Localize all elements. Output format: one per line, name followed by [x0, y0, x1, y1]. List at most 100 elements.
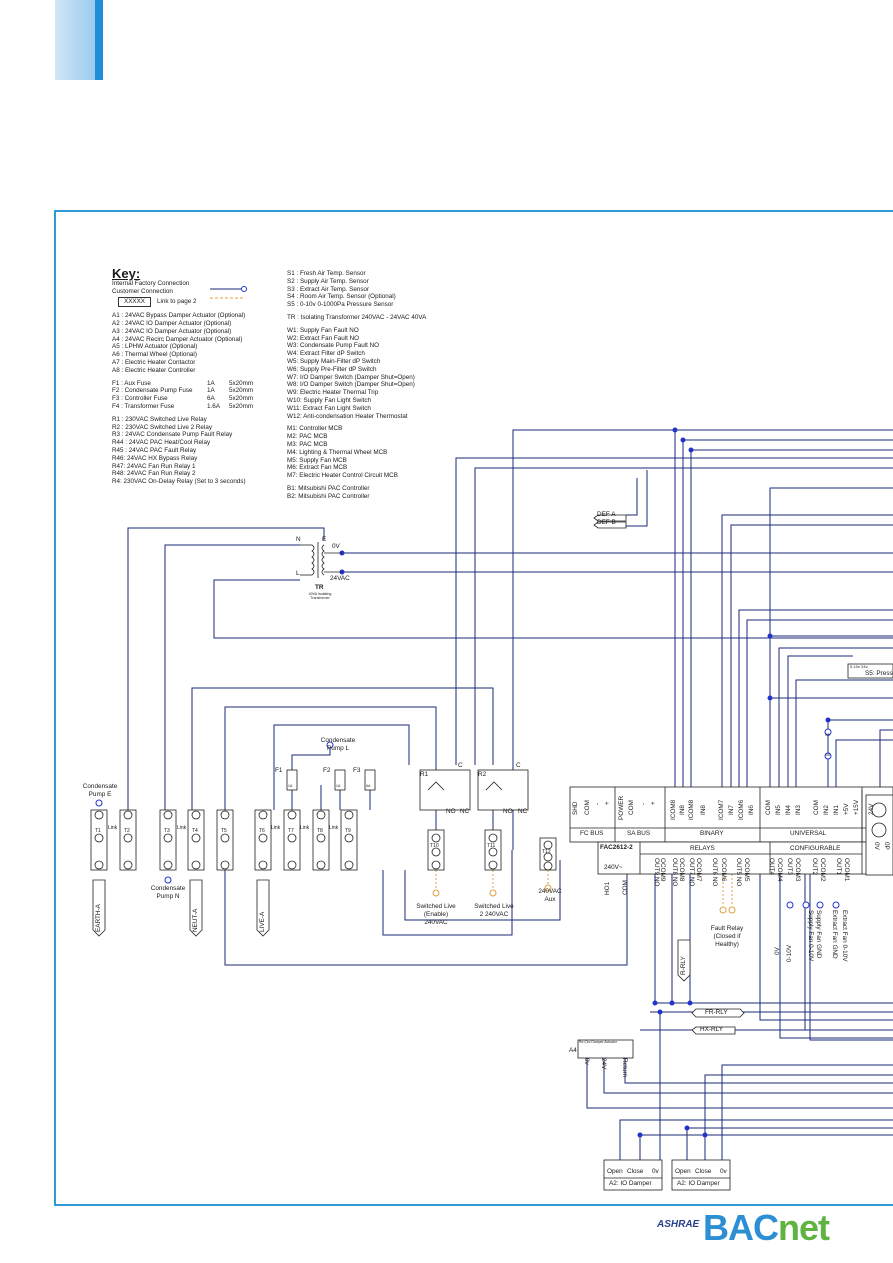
tr-l-label: L [296, 570, 300, 577]
fault-relay-label: Fault Relay (Closed if Healthy) [710, 925, 744, 948]
t2-label: T2 [124, 828, 130, 834]
mcb-m6: M6: Extract Fan MCB [287, 464, 348, 472]
t5-label: T5 [221, 828, 227, 834]
damper-pin-0v: 0v [720, 1168, 727, 1175]
conf-pin: OUT4 [768, 858, 775, 876]
ashrae-logo-text: ASHRAE [657, 1219, 700, 1230]
condensate-pump-e: Condensate Pump E [82, 783, 118, 798]
bi-pin: IN6 [748, 805, 755, 815]
t9-label: T9 [345, 828, 351, 834]
fuse-size: 5x20mm [229, 402, 254, 410]
switch-w8: W8: I/O Damper Switch (Damper Shut=Open) [287, 381, 415, 389]
customer-wires [435, 870, 733, 905]
live-tag: LIVE-A [259, 911, 266, 932]
terminal-t10 [427, 829, 445, 871]
terminal-t6 [254, 809, 272, 871]
sensor-s5: S5 : 0-10v 0-1000Pa Pressure Sensor [287, 301, 394, 309]
controller-model: FAC2612-2 [600, 844, 633, 851]
t8-label: T8 [317, 828, 323, 834]
link-label: Link [177, 825, 187, 831]
relay-r45: R45 : 24VAC PAC Fault Relay [112, 446, 197, 454]
mcb-m1: M1: Controller MCB [287, 425, 343, 433]
fuse-size: 5x20mm [229, 379, 254, 387]
relay-pin: OUT9 NO [653, 858, 660, 887]
key-internal-label: Internal Factory Connection [112, 279, 190, 287]
bi-pin: IN8 [700, 805, 707, 815]
bacnet-logo-bac: BAC [703, 1207, 779, 1248]
switch-w11: W11: Extract Fan Light Switch [287, 404, 371, 412]
corner-tab-light [55, 0, 95, 80]
bacnet-logo-net: net [778, 1207, 830, 1248]
conf-pin: OUT3 [786, 858, 793, 876]
terminal-t3 [159, 809, 177, 871]
fuse-name: F1 : Aux Fuse [112, 379, 151, 387]
actuator-a3: A3 : 24VAC IO Damper Actuator (Optional) [112, 327, 232, 335]
fc-pin-shd: SHD [572, 801, 579, 816]
bi-pin: ICOM7 [718, 799, 725, 820]
t4-label: T4 [192, 828, 198, 834]
link-label: Link [329, 825, 339, 831]
sa-pin-com: COM [628, 800, 635, 815]
s5-pins: 0-10v 24v [850, 664, 868, 669]
fuse-name: F2 : Condensate Pump Fuse [112, 387, 193, 395]
link-tags [92, 514, 745, 1035]
right-pin: 24V [868, 803, 875, 815]
relay-pin: OUT8 NO [671, 858, 678, 887]
relay-r44: R44 : 24VAC PAC Heat/Cool Relay [112, 439, 211, 447]
r2-no-label: NO [503, 808, 513, 815]
junction-dots [339, 427, 883, 1138]
damper-label: A2: IO Damper [609, 1180, 652, 1187]
link-label: Link [300, 825, 310, 831]
tr-e-label: E [322, 536, 327, 543]
fuse-rating: 6A [207, 395, 215, 403]
ui-pin: IN4 [785, 805, 792, 815]
link-label: Link [271, 825, 281, 831]
controller-b1: B1: Mitsubishi PAC Controller [287, 484, 370, 492]
relay-pin: OCOM6 [720, 858, 727, 882]
terminal-t7 [283, 809, 301, 871]
terminal-t2 [119, 809, 137, 871]
internal-wires [127, 288, 893, 1160]
ui-pin: IN1 [833, 805, 840, 815]
bi-pin: ICOM8 [688, 799, 695, 820]
terminal-t8 [312, 809, 330, 871]
relay-pin: OCOM5 [743, 858, 750, 882]
f3-label: F3 [353, 767, 361, 774]
r2-nc-label: NC [518, 808, 528, 815]
def-b-tag: DEF B [597, 519, 616, 526]
controller-box [569, 786, 893, 875]
tr-name-label: TR [315, 584, 324, 591]
t12-label: T12 [542, 849, 551, 855]
r2-c-label: C [516, 762, 521, 769]
r1-label: R1 [420, 771, 429, 778]
sa-pin-plus: + [650, 801, 657, 805]
link-label: Link [108, 825, 118, 831]
extract-fan-010: Extract Fan 0-10V [841, 910, 848, 962]
f3-rating: 6A [366, 784, 371, 788]
key-link-text: Link to page 2 [157, 298, 197, 306]
fc-pin-plus: + [604, 801, 611, 805]
sa-pin-power: POWER [618, 795, 625, 820]
terminal-t11 [484, 829, 502, 871]
damper-label: A2: IO Damper [677, 1180, 720, 1187]
bacnet-logo: ASHRAE BACnet [657, 1207, 847, 1251]
r1-c-label: C [458, 762, 463, 769]
actuator-a1: A1 : 24VAC Bypass Damper Actuator (Optio… [112, 312, 246, 320]
switch-w3: W3: Condensate Pump Fault NO [287, 342, 380, 350]
conf-pin: OUT1 [835, 858, 842, 876]
t1-label: T1 [95, 828, 101, 834]
binary-label: BINARY [700, 830, 724, 837]
switched-live2-label: Switched Live 2 240VAC [474, 903, 514, 918]
relay-pin: OUT6 NO [711, 858, 718, 887]
fuse-name: F3 : Controller Fuse [112, 395, 168, 403]
f2-rating: 1A [336, 784, 341, 788]
t6-label: T6 [259, 828, 265, 834]
t3-label: T3 [164, 828, 170, 834]
t11-label: T11 [487, 843, 496, 849]
earth-tag: EARTH-A [95, 904, 102, 932]
fc-bus-label: FC BUS [580, 830, 604, 837]
aux-label: 240VAC Aux [538, 888, 562, 903]
